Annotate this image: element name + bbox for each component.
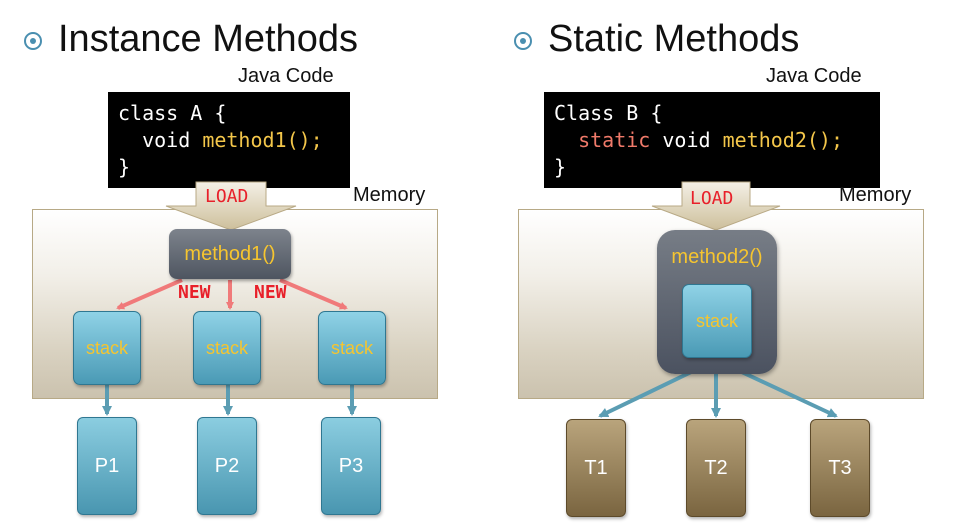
load-label-right: LOAD <box>690 188 734 209</box>
instance-methods-title: Instance Methods <box>58 18 358 60</box>
method2-label: method2() <box>671 246 763 268</box>
code-line-3: } <box>554 155 567 179</box>
code-block-class-a: class A { void method1(); } <box>108 92 350 188</box>
static-methods-title: Static Methods <box>548 18 800 60</box>
new-label-2: NEW <box>254 282 287 303</box>
code-line-1: Class B { <box>554 101 663 125</box>
load-label-left: LOAD <box>205 186 249 207</box>
new-arrow-3 <box>279 278 348 310</box>
code-keyword-static: static <box>578 128 651 152</box>
thread-t1: T1 <box>566 419 626 517</box>
shared-stack-box: stack <box>682 284 752 358</box>
thread-t3: T3 <box>810 419 870 517</box>
java-code-caption-right: Java Code <box>766 65 862 87</box>
bullet-icon <box>514 32 532 50</box>
memory-caption-right: Memory <box>839 184 912 206</box>
memory-caption-left: Memory <box>353 184 426 206</box>
method1-box: method1() <box>169 229 291 279</box>
code-line-1: class A { <box>118 101 227 125</box>
code-method1: method1(); <box>202 128 323 152</box>
load-arrow-left <box>165 181 297 231</box>
bullet-icon <box>24 32 42 50</box>
code-block-class-b: Class B { static void method2(); } <box>544 92 880 188</box>
java-code-caption-left: Java Code <box>238 65 334 87</box>
process-p3: P3 <box>321 417 381 515</box>
stack-box-1: stack <box>73 311 141 385</box>
load-arrow-right <box>651 181 781 231</box>
thread-t2: T2 <box>686 419 746 517</box>
code-method2: method2(); <box>722 128 844 152</box>
code-keyword-void: void <box>650 128 723 152</box>
code-line-3: } <box>118 155 131 179</box>
process-p1: P1 <box>77 417 137 515</box>
new-label-1: NEW <box>178 282 211 303</box>
stack-box-3: stack <box>318 311 386 385</box>
code-keyword-void: void <box>142 128 203 152</box>
new-arrow-1 <box>116 278 183 310</box>
process-p2: P2 <box>197 417 257 515</box>
stack-box-2: stack <box>193 311 261 385</box>
